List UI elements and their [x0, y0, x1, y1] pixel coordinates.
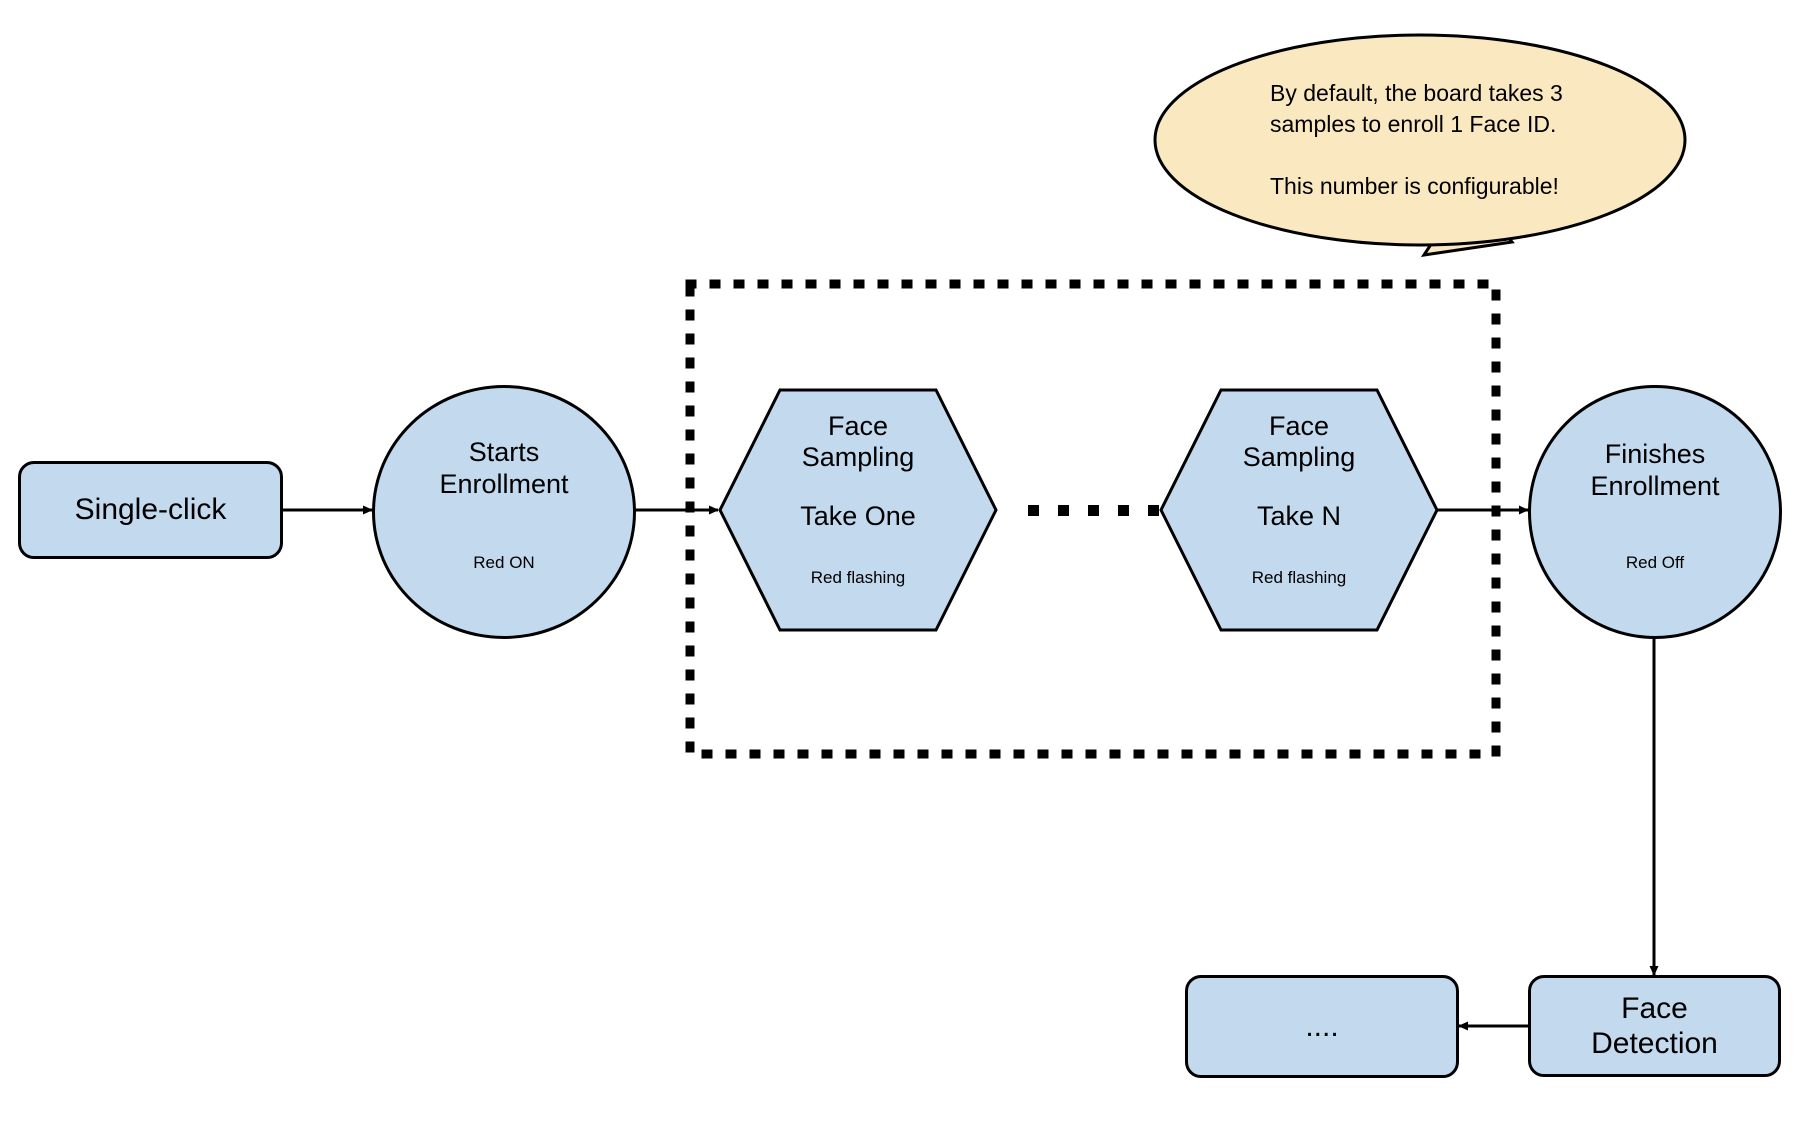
node-more-steps-label: .... — [1305, 1009, 1339, 1043]
node-face-detection[interactable]: Face Detection — [1528, 975, 1781, 1077]
ellipsis-between-samples — [1028, 505, 1159, 516]
node-more-steps[interactable]: .... — [1185, 975, 1459, 1078]
node-single-click-label: Single-click — [74, 493, 227, 527]
ellipsis-dot — [1088, 505, 1099, 516]
hexagon-shape — [718, 388, 998, 632]
ellipsis-dot — [1028, 505, 1039, 516]
node-finishes-enrollment-label: Finishes Enrollment — [1590, 439, 1720, 501]
ellipsis-dot — [1118, 505, 1129, 516]
ellipsis-dot — [1058, 505, 1069, 516]
node-face-sampling-one[interactable]: Face Sampling Take One Red flashing — [718, 388, 998, 632]
node-face-sampling-n[interactable]: Face Sampling Take N Red flashing — [1159, 388, 1439, 632]
node-starts-enrollment[interactable]: Starts Enrollment Red ON — [372, 385, 636, 639]
callout-line-2: This number is configurable! — [1270, 172, 1559, 199]
node-finishes-enrollment-sublabel: Red Off — [1625, 552, 1685, 572]
node-starts-enrollment-label: Starts Enrollment — [439, 437, 569, 499]
callout-note: By default, the board takes 3 samples to… — [1155, 35, 1685, 245]
node-starts-enrollment-sublabel: Red ON — [473, 552, 535, 572]
ellipsis-dot — [1148, 505, 1159, 516]
node-face-detection-label: Face Detection — [1591, 991, 1718, 1060]
node-finishes-enrollment[interactable]: Finishes Enrollment Red Off — [1528, 385, 1782, 639]
hexagon-shape — [1159, 388, 1439, 632]
callout-line-1: By default, the board takes 3 samples to… — [1270, 80, 1563, 138]
node-single-click[interactable]: Single-click — [18, 461, 283, 559]
